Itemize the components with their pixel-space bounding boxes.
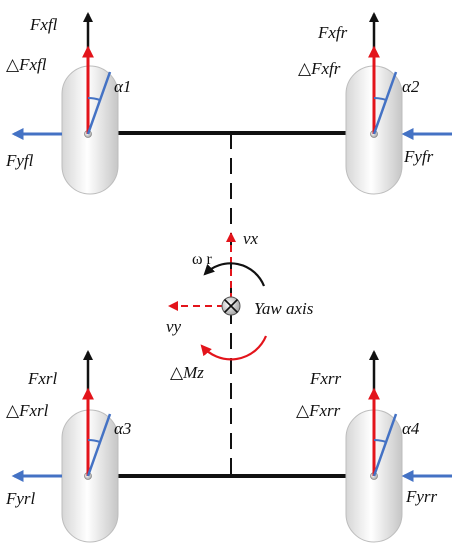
steer-direction-line [86, 413, 112, 477]
yaw-rate-arc [203, 262, 266, 287]
label-alpha4: α4 [402, 419, 420, 438]
slip-angle-arc [373, 96, 387, 101]
yaw-center [168, 232, 268, 361]
label-dfxrl: △Fxrl [6, 401, 49, 420]
wheel-rear-right [345, 350, 452, 543]
label-fyfl: Fyfl [5, 151, 34, 170]
label-alpha2: α2 [402, 77, 420, 96]
wheel-front-left [11, 12, 119, 195]
label-fyrr: Fyrr [405, 487, 438, 506]
slip-angle-arc [87, 96, 101, 101]
label-fyfr: Fyfr [403, 147, 434, 166]
label-fxfr: Fxfr [317, 23, 348, 42]
label-delta-mz: △Mz [170, 363, 204, 382]
yaw-moment-arc [200, 335, 268, 361]
wheel-rear-left [11, 350, 119, 543]
steer-direction-line [86, 71, 112, 135]
label-fxfl: Fxfl [29, 15, 58, 34]
label-omega-r: ω r [192, 251, 213, 268]
label-fyrl: Fyrl [5, 489, 36, 508]
label-vx: vx [243, 229, 259, 248]
label-dfxrr: △Fxrr [296, 401, 341, 420]
label-yaw-axis: Yaw axis [254, 299, 314, 318]
steer-direction-line [372, 413, 398, 477]
steer-direction-line [372, 71, 398, 135]
label-fxrl: Fxrl [27, 369, 58, 388]
label-vy: vy [166, 317, 182, 336]
wheel-front-right [345, 12, 452, 195]
label-alpha3: α3 [114, 419, 131, 438]
slip-angle-arc [87, 438, 101, 443]
label-fxrr: Fxrr [309, 369, 342, 388]
label-alpha1: α1 [114, 77, 131, 96]
label-dfxfr: △Fxfr [298, 59, 341, 78]
yaw-axis-cross-b [223, 298, 239, 314]
label-dfxfl: △Fxfl [6, 55, 47, 74]
slip-angle-arc [373, 438, 387, 443]
